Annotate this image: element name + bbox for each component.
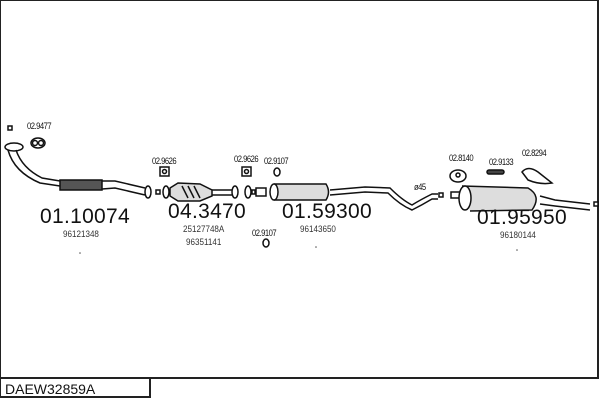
part-number: 04.3470	[168, 200, 247, 223]
oem-number: 96121348	[63, 229, 99, 240]
oem-number: 25127748A	[183, 224, 225, 235]
accessory-label: 02.9626	[152, 156, 177, 166]
accessory-label: 02.9477	[27, 121, 52, 131]
gasket-icon	[30, 137, 46, 149]
catalyst-drawing	[144, 166, 239, 202]
diagram-frame	[0, 0, 599, 379]
accessory-label: 02.9626	[234, 154, 259, 164]
accessory-label: 02.8294	[522, 148, 547, 158]
front-pipe-drawing	[4, 125, 146, 196]
part-number: 01.59300	[282, 200, 372, 223]
oem-number: 96180144	[500, 230, 536, 241]
marker-square	[7, 125, 13, 131]
part-number: 01.10074	[40, 205, 130, 228]
middle-muffler-drawing	[241, 166, 444, 248]
part-number: 01.95950	[477, 206, 567, 229]
manifold-flange	[4, 142, 24, 152]
flex-section	[59, 179, 103, 191]
accessory-label: 02.9107	[264, 156, 289, 166]
rear-muffler-drawing	[449, 167, 599, 212]
oem-number: 96351141	[186, 237, 222, 248]
diameter-label: ø45	[414, 182, 426, 192]
oem-number: 96143650	[300, 224, 336, 235]
accessory-label: 02.9107	[252, 228, 277, 238]
reference-code: DAEW32859A	[0, 378, 151, 398]
accessory-label: 02.9133	[489, 157, 514, 167]
accessory-label: 02.8140	[449, 153, 474, 163]
